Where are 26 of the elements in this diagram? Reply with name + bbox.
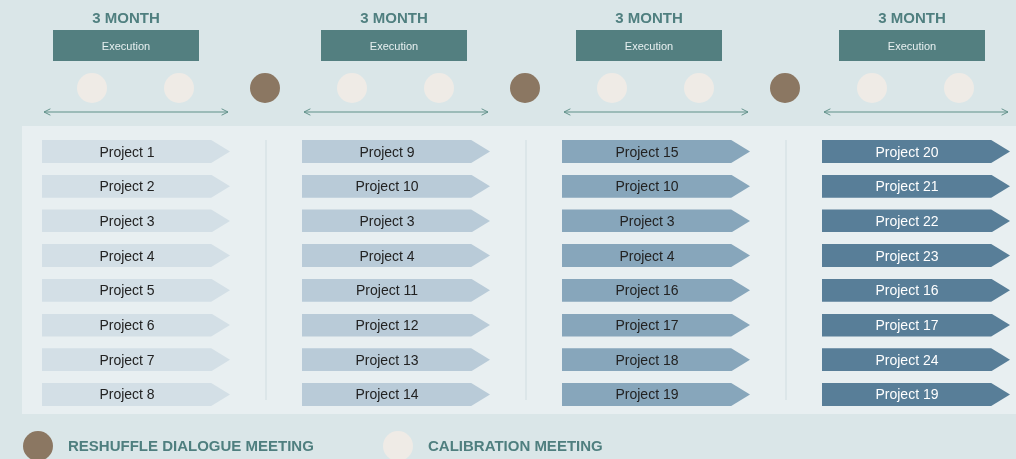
project-tag: Project 7 bbox=[42, 348, 230, 372]
phase-box: Execution bbox=[53, 30, 199, 61]
project-tag: Project 13 bbox=[302, 348, 490, 372]
project-tag: Project 9 bbox=[302, 140, 490, 163]
project-tag: Project 20 bbox=[822, 140, 1010, 163]
project-tag: Project 3 bbox=[42, 209, 230, 233]
phase-box: Execution bbox=[839, 30, 985, 61]
period-heading: 3 MONTH bbox=[877, 8, 947, 28]
period-heading: 3 MONTH bbox=[614, 8, 684, 28]
phase-box: Execution bbox=[321, 30, 467, 61]
project-tag: Project 3 bbox=[562, 209, 750, 233]
project-tag: Project 23 bbox=[822, 244, 1010, 268]
legend-label: RESHUFFLE DIALOGUE MEETING bbox=[68, 437, 314, 454]
project-tag: Project 24 bbox=[822, 348, 1010, 372]
project-tag: Project 4 bbox=[42, 244, 230, 268]
period-heading: 3 MONTH bbox=[91, 8, 161, 28]
project-tag: Project 1 bbox=[42, 140, 230, 163]
project-tag: Project 4 bbox=[302, 244, 490, 268]
project-tag: Project 4 bbox=[562, 244, 750, 268]
project-tag: Project 15 bbox=[562, 140, 750, 163]
project-tag: Project 3 bbox=[302, 209, 490, 233]
period-heading: 3 MONTH bbox=[359, 8, 429, 28]
project-tag: Project 22 bbox=[822, 209, 1010, 233]
project-tag: Project 18 bbox=[562, 348, 750, 372]
legend-label: CALIBRATION MEETING bbox=[428, 437, 603, 454]
phase-box: Execution bbox=[576, 30, 722, 61]
